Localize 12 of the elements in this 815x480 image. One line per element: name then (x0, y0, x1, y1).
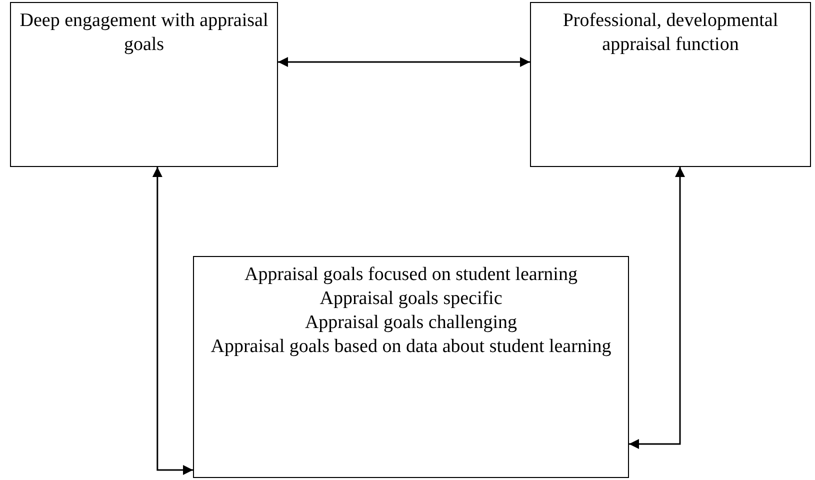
box-text: Appraisal goals challenging (304, 311, 518, 335)
double-arrow (629, 167, 685, 449)
text-box (530, 2, 811, 167)
box-text: Professional, developmental appraisal function (562, 9, 780, 57)
text-box (193, 256, 629, 478)
text-box (10, 2, 278, 167)
box-text: Appraisal goals focused on student learning (244, 263, 578, 287)
box-text: Deep engagement with appraisal goals (19, 9, 269, 57)
box-text: Appraisal goals specific (318, 287, 504, 311)
double-arrow (278, 57, 530, 67)
box-text: Appraisal goals based on data about student learning (210, 335, 612, 359)
double-arrow (152, 167, 193, 475)
